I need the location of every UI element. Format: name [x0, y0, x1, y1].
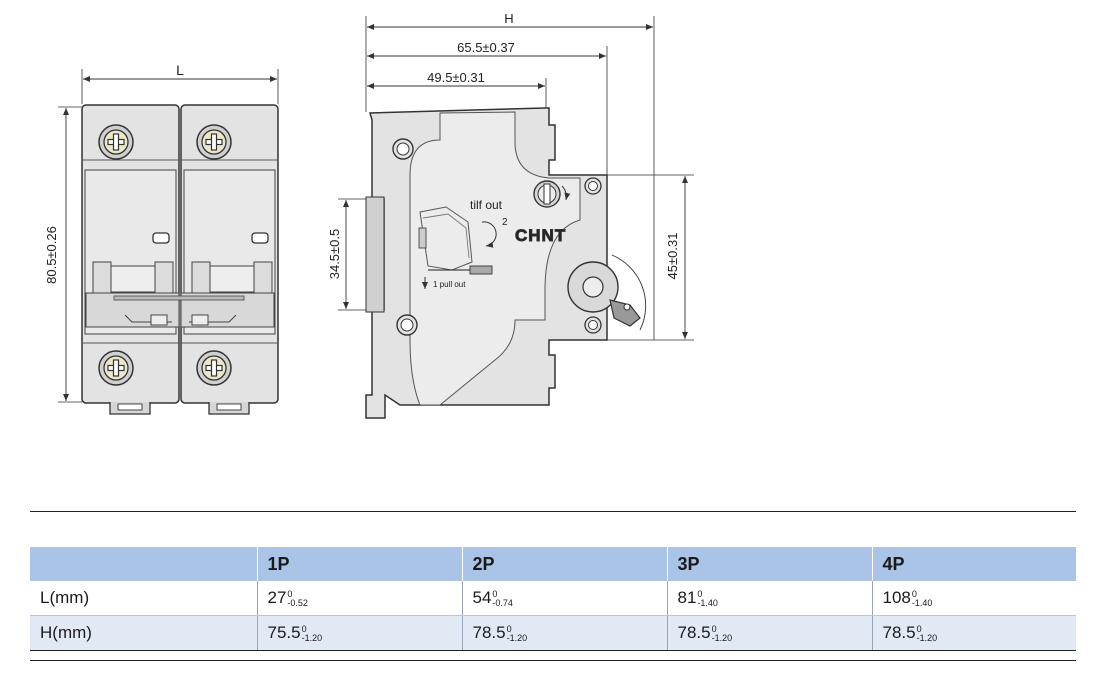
- table-header-cell: [30, 547, 257, 581]
- technical-drawing: L 80.5±0.26: [44, 11, 694, 419]
- table-header-cell: 1P: [256, 547, 462, 581]
- width-dimension-label: L: [176, 62, 184, 78]
- removal-instruction-illustration: [418, 206, 497, 289]
- depth-1-label: 65.5±0.37: [457, 40, 515, 55]
- section-divider: [30, 511, 1076, 512]
- table-header-row: 1P 2P 3P 4P: [30, 547, 1076, 581]
- table-header-cell: 2P: [461, 547, 667, 581]
- depth-2-label: 49.5±0.31: [427, 70, 485, 85]
- terminal-screw-icon: [196, 124, 232, 160]
- brand-logo: CHNT: [515, 226, 566, 245]
- operating-handle-icon: [567, 254, 647, 331]
- pull-out-label: 1 pull out: [433, 280, 466, 289]
- pole-2: [180, 104, 279, 415]
- row-label: L(mm): [30, 581, 257, 616]
- table-bottom-rule: [30, 660, 1076, 661]
- row-label: H(mm): [30, 615, 257, 651]
- overall-depth-label: H: [504, 11, 513, 26]
- side-view: H 65.5±0.37 49.5±0.31 34.5±0.5 45±0.31: [327, 11, 694, 419]
- table-header-cell: 4P: [871, 547, 1076, 581]
- slotted-screw-icon: [533, 180, 561, 208]
- tilt-out-label: tilf out: [470, 198, 503, 212]
- pole-1: [81, 104, 180, 415]
- tilt-step-label: 2: [502, 217, 508, 228]
- table-header-cell: 3P: [666, 547, 872, 581]
- height-dimension-label: 80.5±0.26: [44, 226, 59, 284]
- rail-dimension-label: 34.5±0.5: [327, 229, 342, 280]
- terminal-screw-icon: [196, 350, 232, 386]
- terminal-screw-icon: [98, 350, 134, 386]
- screw-hole-icon: [584, 177, 602, 195]
- screw-hole-icon: [396, 314, 418, 336]
- front-view: L 80.5±0.26: [44, 62, 279, 415]
- front-height-label: 45±0.31: [665, 233, 680, 280]
- screw-hole-icon: [392, 138, 414, 160]
- screw-hole-icon: [584, 316, 602, 334]
- terminal-screw-icon: [98, 124, 134, 160]
